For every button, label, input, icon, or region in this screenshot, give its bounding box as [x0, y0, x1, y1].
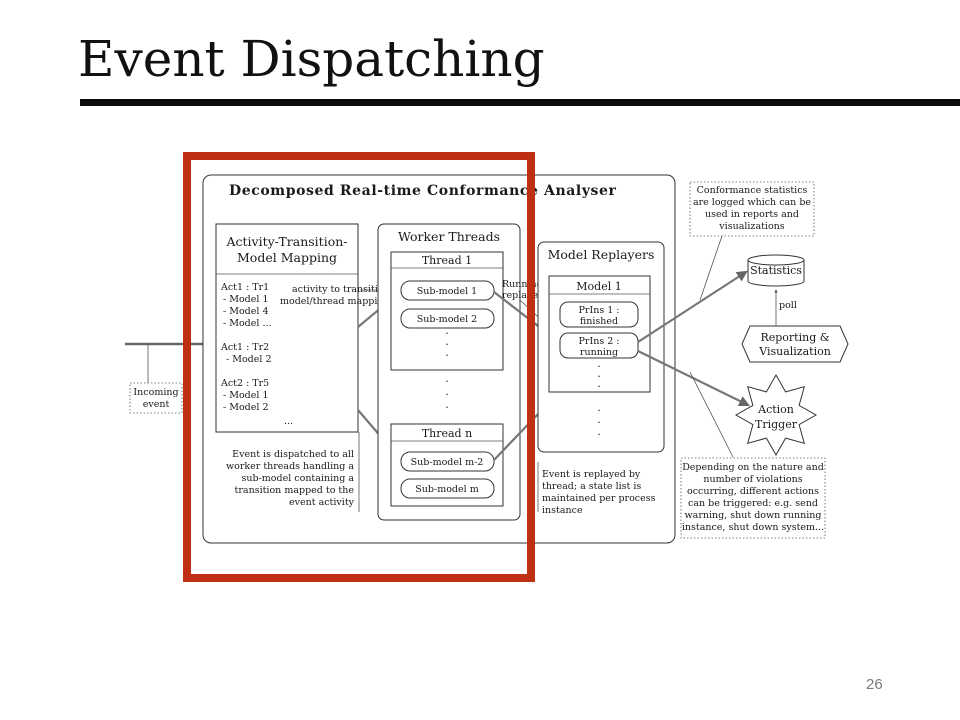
sub-model-pill [400, 280, 495, 301]
sub-model-pill [400, 451, 495, 472]
mapping-title-1: Activity-Transition- [225, 234, 347, 249]
reporting-label: Reporting & [760, 331, 829, 344]
action-trigger-label-1: Action [757, 403, 794, 416]
action-trigger-star-icon [734, 373, 818, 457]
violations-note-leader [689, 371, 734, 458]
mapping-arrow-label-2: model/thread mapping [280, 296, 390, 307]
dispatch-note-line: worker threads handling a [226, 461, 354, 472]
process-instance-pill [559, 301, 639, 328]
worker-threads-title: Worker Threads [398, 229, 500, 244]
mapping-entry: - Model ... [223, 318, 272, 329]
statistics-note-line: used in reports and [705, 209, 799, 220]
violations-note-line: warning, shut down running [685, 510, 822, 521]
action-trigger-label-2: Trigger [755, 418, 798, 431]
mapping-box [215, 223, 359, 433]
highlight-rectangle [183, 152, 535, 582]
statistics-note-line: are logged which can be [693, 197, 811, 208]
replay-note-line: instance [542, 505, 583, 516]
mapping-arrow-label-1: activity to transition/ [292, 284, 394, 295]
mapping-entry: ... [284, 416, 293, 427]
ellipsis-dot: . [597, 367, 601, 380]
sub-model-pill [400, 478, 495, 499]
ellipsis-dot: . [597, 377, 601, 390]
sub-model-label: Sub-model 2 [417, 314, 477, 325]
replay-note-line: thread; a state list is [542, 481, 641, 492]
statistics-arrow [637, 270, 748, 343]
reporting-visualization-box [741, 325, 849, 363]
mapping-entry: - Model 2 [226, 354, 271, 365]
dispatch-note-line: event activity [289, 497, 355, 508]
statistics-note-line: visualizations [718, 221, 785, 232]
incoming-event-label-2: event [143, 399, 170, 410]
mapping-entry: Act1 : Tr1 [220, 282, 269, 293]
violations-note-line: Depending on the nature and [682, 462, 824, 473]
mapping-entry: Act2 : Tr5 [220, 378, 269, 389]
model-replayers-title: Model Replayers [548, 247, 655, 262]
sub-model-label: Sub-model m-2 [411, 457, 484, 468]
process-instance-status: finished [580, 316, 618, 327]
ellipsis-dot: . [445, 335, 449, 348]
statistics-label: Statistics [750, 264, 802, 277]
violations-note-line: can be triggered: e.g. send [688, 498, 818, 509]
analyser-title: Decomposed Real-time Conformance Analyse… [229, 183, 617, 199]
ellipsis-dot: . [597, 413, 601, 426]
mapping-entry: Act1 : Tr2 [220, 342, 269, 353]
ellipsis-dot: . [597, 401, 601, 414]
ellipsis-dot: . [445, 398, 449, 411]
thread-1-title: Thread 1 [422, 254, 472, 267]
sub-model-label: Sub-model 1 [417, 286, 477, 297]
dispatch-note-line: transition mapped to the [235, 485, 355, 496]
sub-model-label: Sub-model m [415, 484, 478, 495]
dispatch-note-line: sub-model containing a [242, 473, 355, 484]
running-replayers-label-2: replayers [502, 290, 547, 301]
page-number: 26 [866, 676, 883, 693]
ellipsis-dot: . [597, 425, 601, 438]
statistics-note-leader [699, 235, 723, 301]
mapping-title-2: Model Mapping [237, 250, 337, 265]
ellipsis-dot: . [445, 324, 449, 337]
model-1-title: Model 1 [576, 280, 621, 293]
process-instance-label: PrIns 1 : [579, 305, 620, 316]
title-underline [80, 99, 960, 106]
replay-note-line: Event is replayed by [542, 469, 641, 480]
process-instance-label: PrIns 2 : [579, 336, 620, 347]
incoming-event-note [129, 382, 183, 414]
running-replayers-label-1: Running [502, 279, 543, 290]
violations-note-line: number of violations [703, 474, 802, 485]
replay-note-line: maintained per process [542, 493, 656, 504]
mapping-entry: - Model 1 [223, 294, 268, 305]
visualization-label: Visualization [758, 345, 831, 358]
ellipsis-dot: . [445, 372, 449, 385]
process-instance-status: running [580, 347, 618, 358]
ellipsis-dot: . [445, 346, 449, 359]
sub-model-pill [400, 308, 495, 329]
ellipsis-dot: . [445, 385, 449, 398]
mapping-entry: - Model 4 [223, 306, 268, 317]
mapping-entry: - Model 2 [223, 402, 268, 413]
statistics-note-line: Conformance statistics [697, 185, 808, 196]
violations-note-line: instance, shut down system... [682, 522, 824, 533]
thread-n-title: Thread n [422, 427, 472, 440]
slide-title: Event Dispatching [78, 30, 545, 88]
process-instance-pill [559, 332, 639, 359]
statistics-note-box [689, 181, 815, 237]
poll-label: poll [779, 300, 797, 311]
mapping-entry: - Model 1 [223, 390, 268, 401]
violations-note-line: occurring, different actions [687, 486, 819, 497]
incoming-event-label-1: Incoming [133, 387, 178, 398]
ellipsis-dot: . [597, 357, 601, 370]
dispatch-note-line: Event is dispatched to all [232, 449, 354, 460]
statistics-database-icon [747, 254, 805, 287]
